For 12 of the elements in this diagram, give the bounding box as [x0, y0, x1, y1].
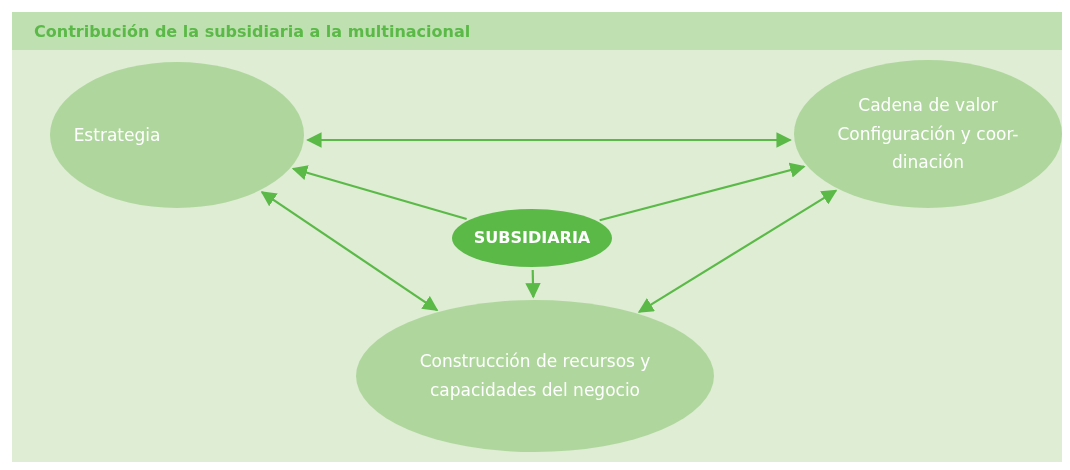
diagram-title: Contribución de la subsidiaria a la multinacional — [34, 21, 471, 41]
arrow — [306, 132, 792, 148]
arrow — [637, 189, 838, 313]
node-label: Configuración y coor-dinación — [836, 122, 1020, 175]
arrow — [291, 165, 467, 221]
node-label: Construcción de recursos y capacidades del negocio — [418, 350, 652, 402]
node-label: Estrategia — [73, 123, 161, 147]
arrow — [525, 269, 541, 299]
node-label: Cadena de valor — [858, 93, 998, 117]
arrow — [260, 191, 439, 311]
arrow — [599, 162, 806, 222]
node-label: SUBSIDIARIA — [473, 227, 591, 250]
